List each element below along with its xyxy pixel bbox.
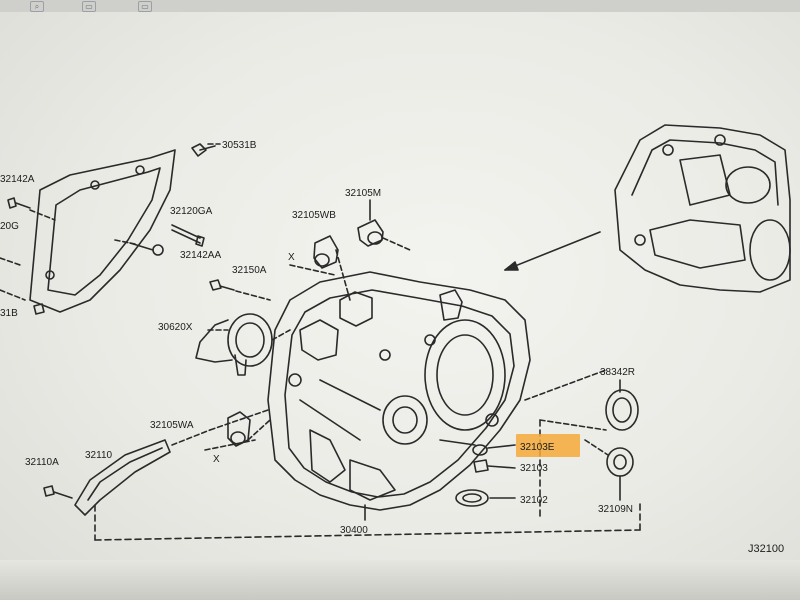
gasket-32110-icon: [74, 439, 171, 516]
magnify-icon[interactable]: ⌕: [30, 1, 44, 12]
part-label-32103[interactable]: 32103: [520, 463, 548, 474]
bolt-32110A-icon: [43, 485, 73, 499]
part-label-30400[interactable]: 30400: [340, 525, 368, 536]
release-bearing-30620X-icon: [195, 313, 273, 376]
part-label-32109N[interactable]: 32109N: [598, 504, 633, 515]
screen-bottom-shade: [0, 560, 800, 600]
bolt-32142A-icon: [7, 197, 31, 209]
bolt-31B-icon: [33, 303, 45, 315]
part-label-32105M[interactable]: 32105M: [345, 188, 381, 199]
part-highlight: [516, 434, 580, 457]
part-label-32142AA[interactable]: 32142AA: [180, 250, 221, 261]
oil-seal-38342R-icon: [605, 389, 639, 431]
part-label-32102[interactable]: 32102: [520, 495, 548, 506]
assembly-arrow-icon: [504, 231, 601, 271]
cover-bracket-shape: [29, 149, 176, 313]
page-icon[interactable]: ▭: [82, 1, 96, 12]
part-label-30531B[interactable]: 30531B: [222, 140, 257, 151]
x-mark: X: [288, 252, 295, 263]
bushing-32105M-icon: [357, 219, 384, 247]
part-label-32120GA[interactable]: 32120GA: [170, 206, 213, 217]
gasket-32103-icon: [473, 459, 489, 473]
drain-plug-32103E-icon: [472, 444, 488, 456]
transmission-case-30400-icon: [267, 271, 531, 511]
page-icon[interactable]: ▭: [138, 1, 152, 12]
part-label-32103E[interactable]: 32103E: [520, 442, 555, 453]
part-label-fragment[interactable]: 31B: [0, 308, 18, 319]
x-mark: X: [213, 454, 220, 465]
part-label-30620X[interactable]: 30620X: [158, 322, 193, 333]
part-label-32110A[interactable]: 32110A: [25, 457, 59, 468]
bolt-32150A-icon: [209, 279, 235, 291]
transmission-assembly-icon: [614, 124, 791, 293]
bushing-32105WB-icon: [313, 235, 339, 269]
part-label-32105WA[interactable]: 32105WA: [150, 420, 194, 431]
part-label-32110[interactable]: 32110: [85, 450, 113, 461]
part-label-32105WB[interactable]: 32105WB: [292, 210, 336, 221]
stud-32120GA-icon: [171, 224, 205, 247]
part-label-fragment[interactable]: 20G: [0, 221, 19, 232]
oil-seal-32102-icon: [455, 489, 489, 507]
part-label-32142A[interactable]: 32142A: [0, 174, 35, 185]
figure-id: J32100: [748, 543, 784, 555]
washer-32109N-icon: [606, 447, 634, 477]
bolt-30531B-icon: [191, 143, 216, 157]
part-label-32150A[interactable]: 32150A: [232, 265, 267, 276]
part-label-38342R[interactable]: 38342R: [600, 367, 635, 378]
viewer-toolbar: ⌕ ▭ ▭: [0, 0, 800, 12]
